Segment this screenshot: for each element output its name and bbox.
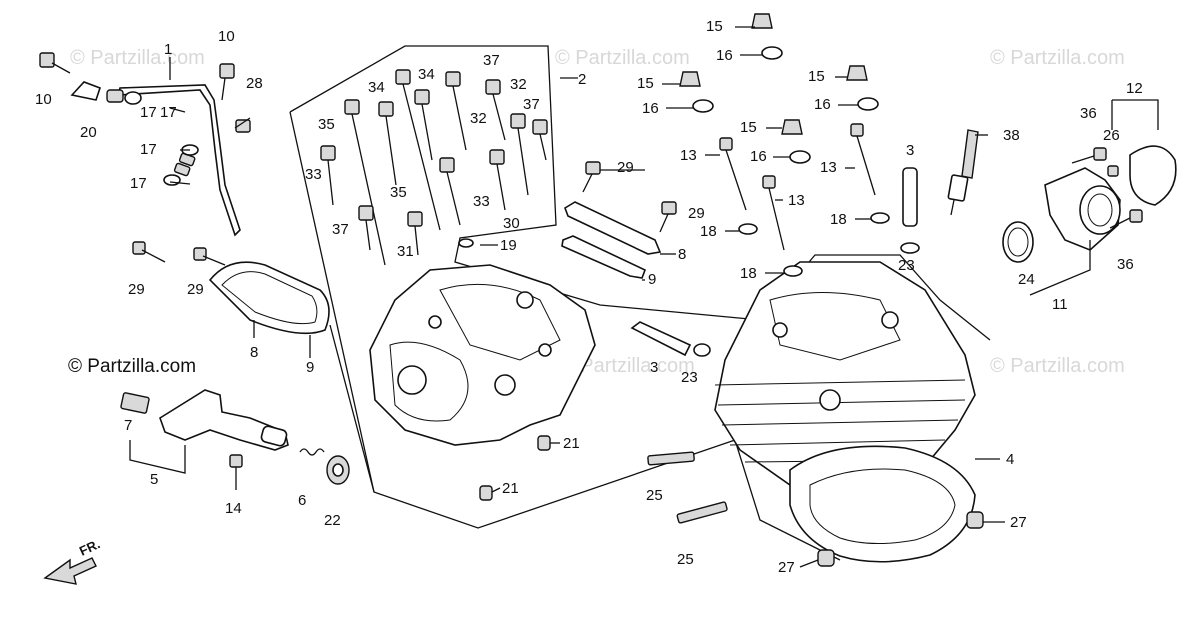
callout-label: 17 [160,104,177,121]
callout-label: 17 [140,141,157,158]
callout-label: 25 [677,551,694,568]
callout-label: 13 [680,147,697,164]
callout-label: 18 [830,211,847,228]
callout-label: 17 [130,175,147,192]
bracket-lines [129,440,186,474]
callout-label: 37 [332,221,349,238]
callout-label: 11 [1052,296,1068,313]
callout-label: 32 [470,110,487,127]
callout-label: 2 [578,71,586,88]
callout-label: 24 [1018,271,1035,288]
copyright-credit: © Partzilla.com [68,356,196,377]
callout-label: 12 [1126,80,1143,97]
callout-label: 26 [1103,127,1120,144]
watermarks: © Partzilla.com © Partzilla.com © Partzi… [70,47,1125,377]
callout-label: 15 [808,68,825,85]
bolts-29-left [132,241,226,266]
callout-label: 16 [814,96,831,113]
callout-label: 9 [648,271,656,288]
callout-label: 29 [617,159,634,176]
callout-label: 35 [318,116,335,133]
callout-label: 28 [246,75,263,92]
callout-label: 32 [510,76,527,93]
dowels [479,435,551,501]
callout-label: 7 [124,417,132,434]
watermark: © Partzilla.com [70,47,205,69]
callout-label: 8 [250,344,258,361]
callout-label: 8 [678,246,686,263]
callout-label: 10 [218,28,235,45]
callout-label: 16 [716,47,733,64]
watermark: © Partzilla.com [990,355,1125,377]
callout-label: 22 [324,512,341,529]
callout-label: 19 [500,237,517,254]
spark-plug [947,129,979,216]
callout-numbers: 1 2 3 3 4 5 6 7 8 8 9 9 10 10 11 12 13 1… [35,18,1143,576]
callout-label: 6 [298,492,306,509]
head-bolts [320,69,548,266]
callout-label: 15 [706,18,723,35]
callout-label: 15 [740,119,757,136]
callout-label: 16 [750,148,767,165]
front-label: FR. [77,536,102,558]
watermark: © Partzilla.com [560,355,695,377]
callout-label: 34 [418,66,435,83]
callout-label: 15 [637,75,654,92]
side-cover [208,261,330,335]
guide-and-oring [630,167,920,357]
studs-and-dowels [647,451,984,567]
watermark: © Partzilla.com [555,47,690,69]
front-arrow: FR. [43,536,102,585]
callout-label: 14 [225,500,242,517]
callout-label: 29 [688,205,705,222]
callout-label: 29 [128,281,145,298]
callout-label: 3 [906,142,914,159]
callout-label: 33 [473,193,490,210]
callout-label: 36 [1080,105,1097,122]
callout-label: 1 [164,41,172,58]
callout-label: 18 [700,223,717,240]
head-gasket [789,445,976,563]
callout-label: 23 [898,257,915,274]
cylinder-head-rear [369,264,596,446]
oil-pipe-assembly [39,52,251,237]
callout-label: 27 [1010,514,1027,531]
callout-label: 9 [306,359,314,376]
callout-label: 3 [650,359,658,376]
callout-label: 36 [1117,256,1134,273]
cylinder-head-front [714,261,976,501]
callout-label: 27 [778,559,795,576]
callout-label: 35 [390,184,407,201]
callout-label: 13 [788,192,805,209]
callout-label: 10 [35,91,52,108]
callout-label: 13 [820,159,837,176]
callout-label: 20 [80,124,97,141]
watermark: © Partzilla.com [990,47,1125,69]
callout-label: 4 [1006,451,1014,468]
callout-label: 17 [140,104,157,121]
callout-label: 34 [368,79,385,96]
callout-label: 31 [397,243,414,260]
center-gaskets [561,161,677,279]
rocker-arm-group [120,389,350,490]
callout-label: 29 [187,281,204,298]
callout-label: 18 [740,265,757,282]
intake-manifold [1002,99,1177,296]
callout-label: 25 [646,487,663,504]
callout-label: 21 [563,435,580,452]
callout-label: 30 [503,215,520,232]
leader-lines [169,26,1005,568]
callout-label: 37 [523,96,540,113]
callout-label: 38 [1003,127,1020,144]
cap-nuts-and-bolts [679,13,890,277]
callout-label: 23 [681,369,698,386]
callout-label: 21 [502,480,519,497]
callout-label: 33 [305,166,322,183]
callout-label: 16 [642,100,659,117]
callout-label: 5 [150,471,158,488]
callout-label: 37 [483,52,500,69]
